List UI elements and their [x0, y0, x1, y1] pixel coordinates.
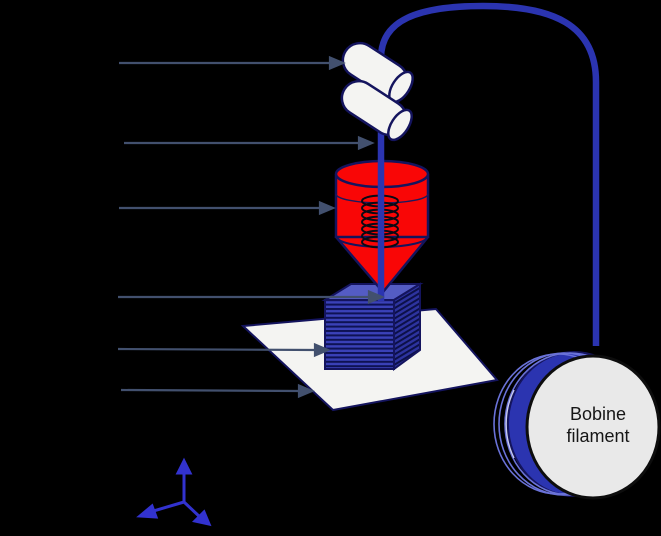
printed-part-right-face [393, 282, 421, 371]
axis-triad-icon [136, 457, 212, 527]
printed-part-front-face [324, 299, 395, 370]
feed-roller-bottom [340, 79, 413, 142]
label-arrow-filament [124, 135, 375, 151]
label-arrow-printed-part [117, 342, 331, 358]
printed-part [321, 282, 424, 371]
label-arrow-extruder [119, 200, 336, 216]
label-arrows [117, 55, 385, 399]
label-arrow-print-bed [120, 383, 315, 399]
label-arrow-nozzle [118, 289, 385, 305]
filament-path [377, 2, 600, 346]
spool-face [525, 354, 661, 500]
feed-rollers [340, 41, 414, 142]
spool-highlight-arc [505, 389, 515, 459]
label-arrow-rollers [119, 55, 346, 71]
filament-spool [493, 351, 661, 500]
